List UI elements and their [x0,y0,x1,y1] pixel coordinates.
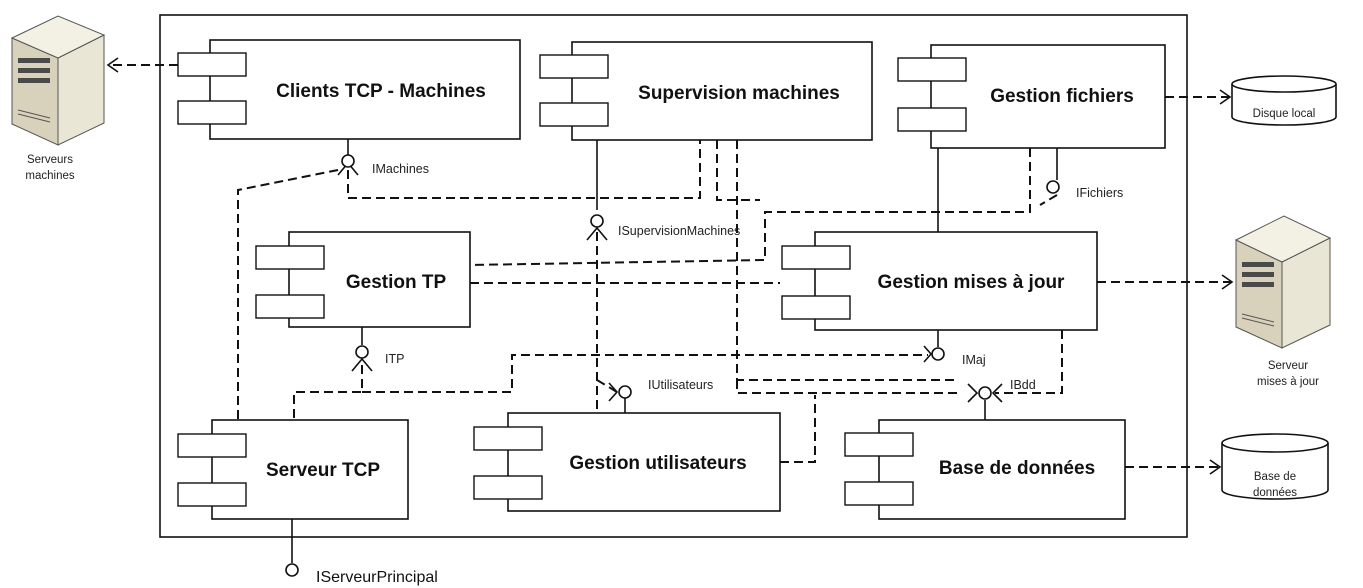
component-icon [844,432,914,457]
component-serveur-tcp: Serveur TCP [177,419,409,520]
gestion-maj-label: Gestion mises à jour [878,272,1065,293]
serveurs-machines-label-2: machines [25,170,74,182]
component-icon [177,52,247,77]
isupervision-label: ISupervisionMachines [618,224,740,238]
serveur-maj-label-2: mises à jour [1257,376,1319,388]
component-icon [177,433,247,458]
imaj-label: IMaj [962,353,986,367]
component-icon [473,426,543,451]
serveur-tcp-label: Serveur TCP [266,460,380,481]
supervision-label: Supervision machines [638,83,840,104]
base-donnees-label: Base de données [939,458,1095,479]
component-icon [897,57,967,82]
imaj-lollipop [931,347,945,361]
connectors [106,57,1234,563]
database-icon: Base de données [1221,433,1329,500]
interface-symbols [285,154,1060,577]
gestion-utilisateurs-label: Gestion utilisateurs [569,453,746,474]
server-icon [10,12,106,148]
ifichiers-label: IFichiers [1076,186,1123,200]
serveurs-machines-label-1: Serveurs [27,154,73,166]
component-gestion-fichiers: Gestion fichiers [897,44,1166,149]
clients-tcp-label: Clients TCP - Machines [276,81,486,102]
component-base-donnees: Base de données [844,419,1126,520]
ifichiers-lollipop [1046,180,1060,194]
server-icon [1234,215,1332,349]
base-db-label-2: données [1253,487,1297,499]
component-supervision: Supervision machines [539,41,873,141]
component-icon [781,245,851,270]
iserveur-lollipop [285,563,299,577]
serveur-maj-label-1: Serveur [1268,360,1308,372]
iutilisateurs-label: IUtilisateurs [648,378,713,392]
component-gestion-maj: Gestion mises à jour [781,231,1098,331]
component-clients-tcp: Clients TCP - Machines [177,39,521,140]
iutilisateurs-lollipop [618,385,632,399]
gestion-tp-label: Gestion TP [346,272,447,293]
gestion-fichiers-label: Gestion fichiers [990,86,1134,107]
component-icon [255,245,325,270]
component-icon [539,54,609,79]
base-db-label-1: Base de [1254,471,1296,483]
disk-icon: Disque local [1231,75,1337,126]
iserveur-label: IServeurPrincipal [316,569,438,586]
ibdd-lollipop [978,386,992,400]
itp-label: ITP [385,352,404,366]
isupervision-lollipop [590,214,604,228]
disque-local-label: Disque local [1253,108,1316,120]
ibdd-label: IBdd [1010,378,1036,392]
component-gestion-tp: Gestion TP [255,231,471,328]
imachines-label: IMachines [372,162,429,176]
component-gestion-utilisateurs: Gestion utilisateurs [473,412,781,512]
system-frame [159,14,1188,538]
itp-lollipop [355,345,369,359]
imachines-lollipop [341,154,355,168]
